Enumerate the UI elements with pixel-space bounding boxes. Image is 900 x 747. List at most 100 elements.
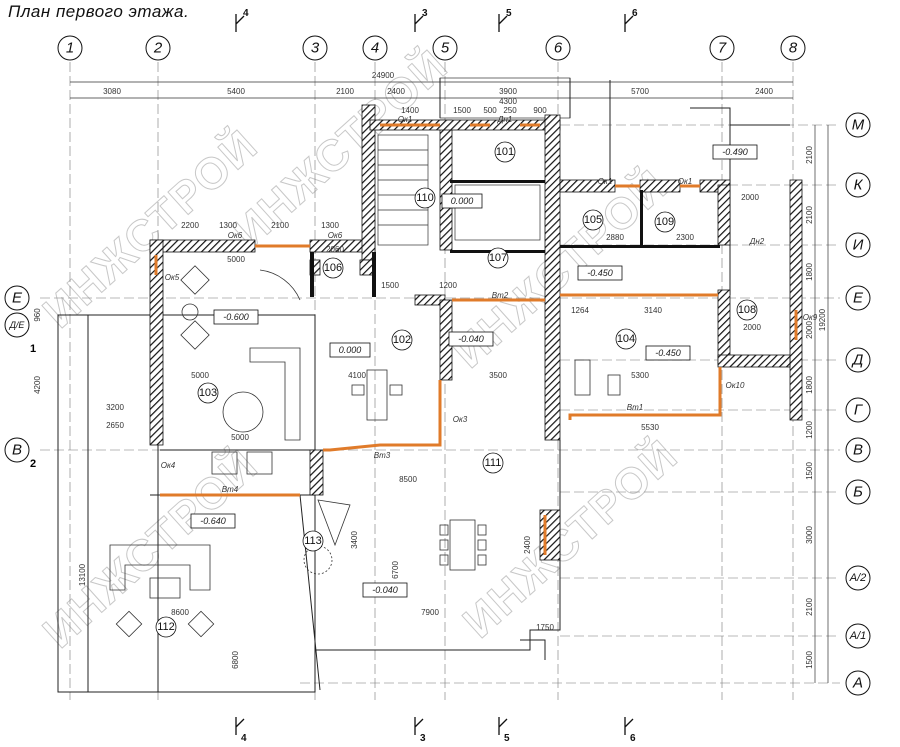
dimension: 900	[533, 106, 547, 115]
axis-column-4: 4	[371, 40, 379, 57]
dimension: 7900	[421, 608, 439, 617]
dimension: 2400	[387, 87, 405, 96]
room-number: 110	[416, 192, 434, 204]
dimension: 1400	[401, 106, 419, 115]
section-mark-label: 4	[241, 733, 247, 744]
dimension: 1300	[219, 221, 237, 230]
elevation-mark: 0.000	[451, 196, 474, 206]
dimension: 19200	[818, 308, 827, 331]
dimension: 250	[503, 106, 517, 115]
room-number: 108	[738, 304, 756, 316]
room-number: 102	[393, 334, 411, 346]
dimension: 3200	[106, 403, 124, 412]
dimension: 2100	[805, 146, 814, 164]
elevation-mark: 0.000	[339, 345, 362, 355]
opening-label: Ок1	[678, 177, 692, 186]
section-mark-label: 6	[630, 733, 636, 744]
dimension-total: 24900	[372, 71, 395, 80]
room-number: 104	[617, 333, 635, 345]
dimension: 6700	[391, 561, 400, 579]
drawing-title: План первого этажа.	[8, 2, 190, 21]
dimension: 3900	[499, 87, 517, 96]
axis-row: К	[854, 177, 864, 194]
axis-left: Д/Е	[9, 320, 26, 330]
room-number: 109	[656, 216, 674, 228]
dimension: 5000	[227, 255, 245, 264]
axis-row: И	[853, 237, 864, 254]
dimension: 1800	[805, 263, 814, 281]
elevation-mark: -0.450	[655, 348, 681, 358]
section-mark-label: 3	[422, 8, 428, 19]
dimension: 5300	[631, 371, 649, 380]
dimension: 2650	[106, 421, 124, 430]
axis-row: Д	[851, 352, 864, 369]
dimension: 1200	[805, 421, 814, 439]
dimension: 4200	[33, 376, 42, 394]
elevation-mark: -0.490	[722, 147, 748, 157]
dimension: 1500	[805, 462, 814, 480]
axis-row: А/2	[849, 572, 867, 584]
section-mark-label: 4	[243, 8, 249, 19]
axis-column-6: 6	[554, 40, 563, 57]
room-number: 113	[304, 535, 322, 547]
dimension: 3080	[103, 87, 121, 96]
elevation-mark: -0.040	[458, 334, 484, 344]
dimension: 2100	[805, 206, 814, 224]
dimension: 5700	[631, 87, 649, 96]
room-number: 112	[157, 621, 175, 633]
walls	[149, 104, 803, 561]
dimension: 5000	[191, 371, 209, 380]
dimension: 2100	[336, 87, 354, 96]
axis-row: А/1	[849, 630, 867, 642]
opening-label: Ок6	[228, 231, 243, 240]
dimension: 2000	[743, 323, 761, 332]
dimension: 2000	[805, 321, 814, 339]
section-mark-label: 5	[504, 733, 510, 744]
dimension: 8600	[171, 608, 189, 617]
axis-column-5: 5	[441, 40, 450, 57]
opening-label: Вт2	[492, 291, 509, 300]
section-mark-label: 6	[632, 8, 638, 19]
dimension: 1800	[805, 376, 814, 394]
dimension: 1500	[381, 281, 399, 290]
section-mark-label: 3	[420, 733, 426, 744]
section-marks	[235, 14, 634, 735]
axis-column-2: 2	[153, 40, 163, 57]
dimension: 4300	[499, 97, 517, 106]
opening-label: Ок1	[398, 115, 412, 124]
dimension: 3500	[489, 371, 507, 380]
dimension: 3000	[805, 526, 814, 544]
axis-left: Е	[12, 290, 23, 307]
axis-row: Г	[854, 402, 864, 419]
axis-column-7: 7	[718, 40, 727, 57]
room-number: 101	[496, 146, 514, 158]
opening-label: Ок10	[726, 381, 745, 390]
opening-label: Ок9	[803, 313, 818, 322]
dimension: 2060	[326, 245, 344, 254]
dimension: 2100	[271, 221, 289, 230]
dimension: 2000	[741, 193, 759, 202]
elevation-mark: -0.040	[372, 585, 398, 595]
elevation-mark: -0.640	[200, 516, 226, 526]
room-number: 105	[584, 214, 602, 226]
dimension: 2300	[676, 233, 694, 242]
elevation-mark: -0.450	[587, 268, 613, 278]
opening-label: Вт1	[627, 403, 643, 412]
dimension: 1300	[321, 221, 339, 230]
elevation-mark: -0.600	[223, 312, 249, 322]
axis-row: А	[852, 675, 863, 692]
opening-label: Ок4	[161, 461, 176, 470]
dimension: 1200	[439, 281, 457, 290]
dimension: 1500	[805, 651, 814, 669]
opening-label: Дн1	[497, 115, 512, 124]
opening-label: Вт3	[374, 451, 391, 460]
staircase	[377, 134, 541, 246]
axis-column-8: 8	[789, 40, 798, 57]
furniture	[109, 265, 621, 638]
section-mark-label: 5	[506, 8, 512, 19]
dimension: 2400	[755, 87, 773, 96]
axis-column-1: 1	[66, 40, 74, 57]
dimension: 1500	[453, 106, 471, 115]
axis-row: Е	[853, 290, 864, 307]
